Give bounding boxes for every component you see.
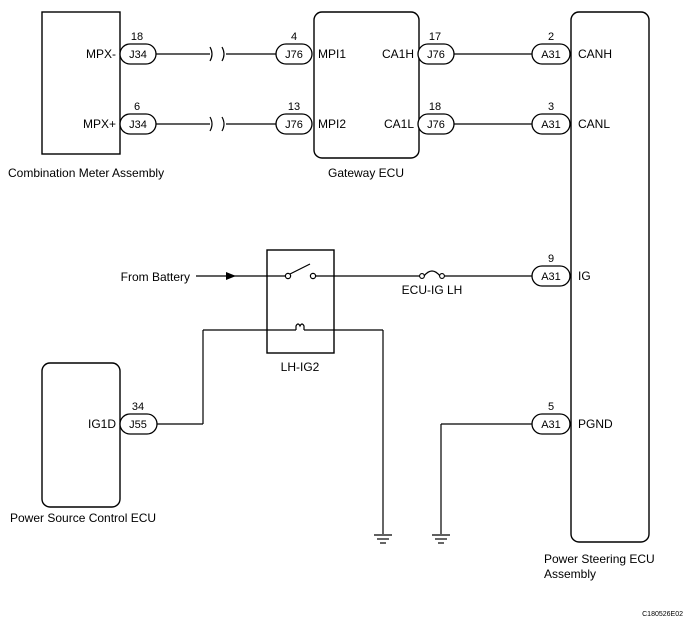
terminal-label: CA1L bbox=[384, 117, 414, 131]
figure-code: C180526E02 bbox=[642, 611, 683, 618]
power-steering-ecu-box bbox=[570, 11, 650, 543]
pin-number: 6 bbox=[134, 101, 140, 113]
fuse-end-1 bbox=[419, 273, 425, 279]
terminal-label: CANL bbox=[578, 117, 610, 131]
fuse-end-2 bbox=[439, 273, 445, 279]
power-steering-ecu-label: Power Steering ECU bbox=[544, 552, 655, 566]
combination-meter-label: Combination Meter Assembly bbox=[8, 166, 164, 180]
connector-id: A31 bbox=[541, 119, 561, 131]
pin-number: 13 bbox=[288, 101, 300, 113]
connector-id: A31 bbox=[541, 271, 561, 283]
connector-j76-ca1l bbox=[417, 113, 455, 135]
power-steering-ecu-label-2: Assembly bbox=[544, 567, 596, 581]
connector-a31-pgnd bbox=[531, 413, 571, 435]
pin-number: 3 bbox=[548, 101, 554, 113]
relay-switch-blade bbox=[289, 263, 311, 275]
fuse-label: ECU-IG LH bbox=[402, 283, 463, 297]
connector-id: J76 bbox=[427, 49, 445, 61]
power-source-control-ecu-label: Power Source Control ECU bbox=[10, 511, 156, 525]
connector-j34-mpx-plus bbox=[119, 113, 157, 135]
terminal-label: MPI1 bbox=[318, 47, 346, 61]
connector-id: A31 bbox=[541, 419, 561, 431]
terminal-label: IG bbox=[578, 269, 591, 283]
terminal-label: MPX+ bbox=[83, 117, 116, 131]
connector-id: J76 bbox=[285, 119, 303, 131]
ground-icon-pgnd bbox=[432, 534, 450, 544]
terminal-label: CANH bbox=[578, 47, 612, 61]
pin-number: 18 bbox=[131, 31, 143, 43]
pin-number: 34 bbox=[132, 401, 144, 413]
pin-number: 9 bbox=[548, 253, 554, 265]
connector-j55-ig1d bbox=[119, 413, 158, 435]
connector-j76-mpi1 bbox=[275, 43, 313, 65]
connector-j76-mpi2 bbox=[275, 113, 313, 135]
connector-id: J76 bbox=[427, 119, 445, 131]
connector-id: J34 bbox=[129, 119, 147, 131]
ground-icon-relay bbox=[374, 534, 392, 544]
connector-a31-ig bbox=[531, 265, 571, 287]
connector-id: J55 bbox=[129, 419, 147, 431]
break-mark-mpx-plus bbox=[209, 116, 225, 132]
power-source-control-ecu-box bbox=[41, 362, 121, 508]
connector-id: J76 bbox=[285, 49, 303, 61]
connector-a31-canh bbox=[531, 43, 571, 65]
gateway-ecu-box bbox=[313, 11, 420, 159]
relay-contact-1 bbox=[284, 272, 292, 280]
pin-number: 17 bbox=[429, 31, 441, 43]
relay-box bbox=[266, 249, 335, 354]
fuse-icon bbox=[423, 270, 441, 277]
battery-source-label: From Battery bbox=[121, 270, 190, 284]
connector-a31-canl bbox=[531, 113, 571, 135]
relay-label: LH-IG2 bbox=[281, 360, 320, 374]
relay-coil-icon bbox=[295, 323, 305, 330]
connector-id: J34 bbox=[129, 49, 147, 61]
connector-j34-mpx-minus bbox=[119, 43, 157, 65]
pin-number: 4 bbox=[291, 31, 297, 43]
break-mark-mpx-minus bbox=[209, 46, 225, 62]
pin-number: 5 bbox=[548, 401, 554, 413]
terminal-label: CA1H bbox=[382, 47, 414, 61]
pin-number: 18 bbox=[429, 101, 441, 113]
terminal-label: MPX- bbox=[86, 47, 116, 61]
connector-id: A31 bbox=[541, 49, 561, 61]
battery-arrow-icon bbox=[226, 272, 236, 280]
gateway-ecu-label: Gateway ECU bbox=[328, 166, 404, 180]
connector-j76-ca1h bbox=[417, 43, 455, 65]
terminal-label: PGND bbox=[578, 417, 613, 431]
relay-contact-2 bbox=[309, 272, 317, 280]
terminal-label: MPI2 bbox=[318, 117, 346, 131]
terminal-label: IG1D bbox=[88, 417, 116, 431]
combination-meter-box bbox=[41, 11, 121, 155]
pin-number: 2 bbox=[548, 31, 554, 43]
